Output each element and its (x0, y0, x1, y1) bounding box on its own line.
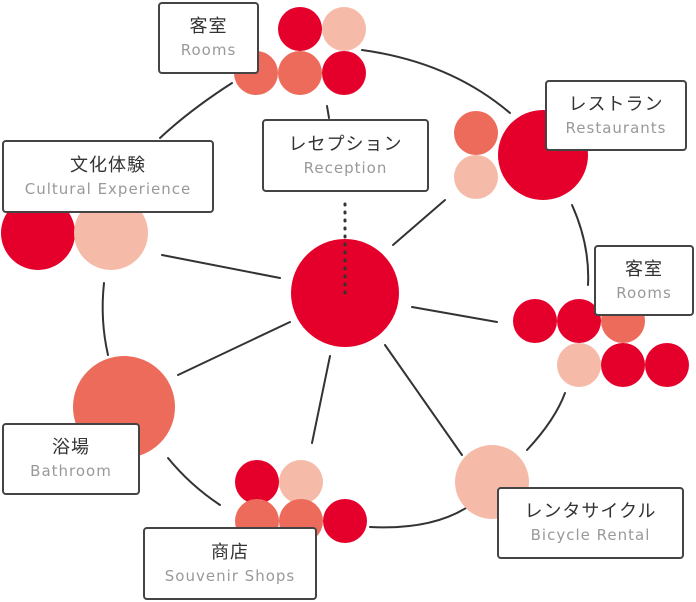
shop-dot (235, 460, 279, 504)
connector-cultural-rooms (159, 82, 233, 139)
room-dot (645, 343, 689, 387)
spoke-reception-bathroom (177, 321, 291, 376)
label-en: Rooms (616, 283, 672, 302)
spoke-reception-rooms-top (326, 105, 330, 119)
label-restaurants[interactable]: レストラン Restaurants (545, 80, 687, 151)
label-rooms-top[interactable]: 客室 Rooms (158, 2, 259, 74)
spoke-reception-bicycle (384, 344, 463, 456)
room-dot (322, 7, 366, 51)
connector-restaurants-rooms-right (571, 204, 590, 286)
connector-rooms-right-bicycle (526, 392, 566, 451)
label-bicycle-rental[interactable]: レンタサイクル Bicycle Rental (497, 487, 684, 559)
label-en: Bicycle Rental (530, 526, 651, 544)
label-en: Bathroom (30, 462, 112, 480)
label-jp: 商店 (211, 541, 249, 563)
cultural-circle-red (1, 196, 75, 270)
label-jp: 浴場 (52, 437, 90, 458)
restaurant-dot (454, 111, 498, 155)
shop-dot (323, 499, 367, 543)
label-jp: レストラン (568, 93, 664, 115)
label-jp: 客室 (189, 16, 228, 37)
label-en: Rooms (180, 41, 237, 59)
spoke-reception-restaurants (392, 199, 446, 246)
label-cultural-experience[interactable]: 文化体験 Cultural Experience (2, 140, 214, 213)
spoke-reception-rooms-right (411, 306, 498, 323)
room-dot (557, 299, 601, 343)
label-en: Cultural Experience (24, 179, 192, 198)
label-en: Restaurants (565, 118, 667, 137)
label-en: Souvenir Shops (164, 566, 296, 585)
label-souvenir-shops[interactable]: 商店 Souvenir Shops (143, 527, 317, 600)
spoke-reception-souvenir (311, 355, 331, 444)
label-jp: レンタサイクル (524, 501, 657, 522)
label-en: Reception (303, 158, 388, 177)
connector-souvenir-bathroom (167, 457, 221, 506)
label-rooms-right[interactable]: 客室 Rooms (594, 245, 694, 316)
room-dot (278, 51, 322, 95)
shop-dot (279, 460, 323, 504)
room-dot (513, 299, 557, 343)
room-dot (557, 343, 601, 387)
spoke-reception-cultural (161, 254, 281, 279)
label-jp: 文化体験 (70, 154, 146, 176)
connector-rooms-restaurants (361, 49, 511, 114)
label-jp: 客室 (625, 258, 663, 280)
room-dot (322, 51, 366, 95)
label-reception[interactable]: レセプション Reception (262, 119, 429, 192)
connector-bicycle-souvenir (369, 507, 467, 529)
restaurant-dot (454, 155, 498, 199)
label-bathroom[interactable]: 浴場 Bathroom (2, 423, 140, 495)
room-dot (601, 343, 645, 387)
cultural-circle-peach (74, 196, 148, 270)
room-dot (278, 7, 322, 51)
connector-bathroom-cultural (101, 282, 109, 356)
label-jp: レセプション (288, 133, 403, 155)
